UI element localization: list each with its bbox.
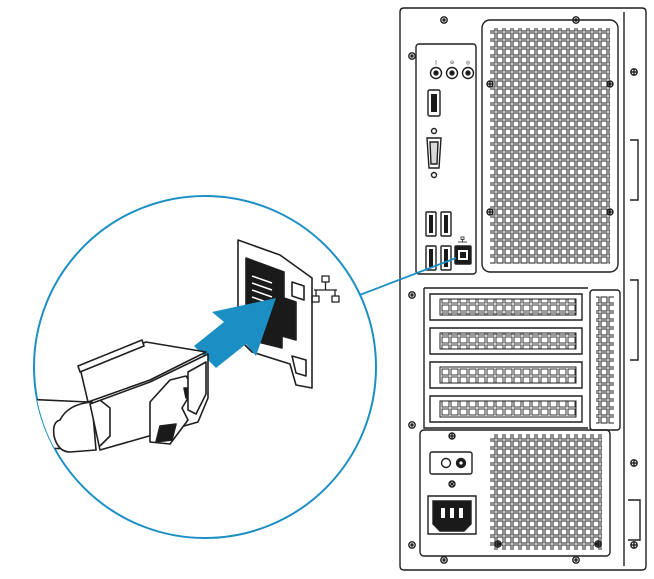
io-panel (415, 43, 477, 275)
screw-icon (408, 421, 416, 429)
power-socket-icon (427, 495, 477, 535)
expansion-slot-vent (439, 400, 577, 418)
screw-icon (572, 556, 580, 564)
psu-vent-grid (490, 434, 602, 550)
slot-side-vent-grid (596, 296, 614, 424)
insert-arrow-icon (194, 298, 276, 368)
usb-icon (425, 245, 437, 271)
screw-icon (408, 291, 416, 299)
expansion-slot (429, 327, 583, 355)
screw-icon (486, 208, 494, 216)
ethernet-port (454, 245, 472, 265)
expansion-slot (429, 293, 583, 321)
audio-jack-icon: ◊ (429, 59, 443, 80)
rj45-plug-latch-hook (155, 423, 177, 443)
screw-icon (408, 52, 416, 60)
screw-icon (448, 480, 456, 488)
expansion-slot (429, 395, 583, 423)
expansion-slot-vent (439, 332, 577, 350)
screw-icon (440, 16, 448, 24)
chassis-side-rail (623, 12, 641, 566)
hdmi-port-icon (427, 89, 441, 117)
expansion-slot-vent (439, 298, 577, 316)
upper-vent-panel (481, 19, 619, 273)
screw-icon (594, 540, 602, 548)
psu-switch (429, 451, 473, 475)
upper-vent-grid (490, 28, 610, 264)
svg-text:◊: ◊ (435, 59, 438, 66)
usb-icon (440, 211, 452, 237)
svg-text:⊖: ⊖ (450, 60, 454, 66)
screw-icon (606, 208, 614, 216)
screw-icon (486, 80, 494, 88)
port-housing-tab (291, 355, 307, 377)
usb-icon (425, 211, 437, 237)
audio-jack-icon: ◎ (461, 60, 475, 80)
svg-text:◎: ◎ (466, 60, 471, 66)
network-icon (458, 236, 467, 243)
port-housing-tab (291, 281, 305, 301)
rj45-plug-contacts (187, 361, 207, 415)
psu-housing (419, 429, 611, 557)
screw-icon (630, 459, 638, 467)
screw-icon (606, 80, 614, 88)
slot-bracket (423, 287, 588, 429)
screw-icon (630, 541, 638, 549)
callout-leader-line (356, 257, 457, 297)
expansion-slot-vent (439, 366, 577, 384)
screw-icon (494, 540, 502, 548)
expansion-slot (429, 361, 583, 389)
screw-icon (630, 68, 638, 76)
usb-icon (440, 245, 452, 271)
screw-icon (408, 541, 416, 549)
vga-port-icon (426, 127, 442, 179)
audio-jack-icon: ⊖ (445, 60, 459, 80)
power-supply-unit (419, 429, 611, 557)
rj45-plug-ridge (99, 399, 111, 447)
network-icon (311, 275, 340, 303)
ethernet-callout (33, 195, 377, 539)
screw-icon (440, 556, 448, 564)
rj45-plug-top (77, 339, 145, 373)
screw-icon (448, 432, 456, 440)
desktop-tower-rear: ◊ ⊖ ◎ (399, 7, 647, 571)
ethernet-cable-end (52, 401, 97, 453)
